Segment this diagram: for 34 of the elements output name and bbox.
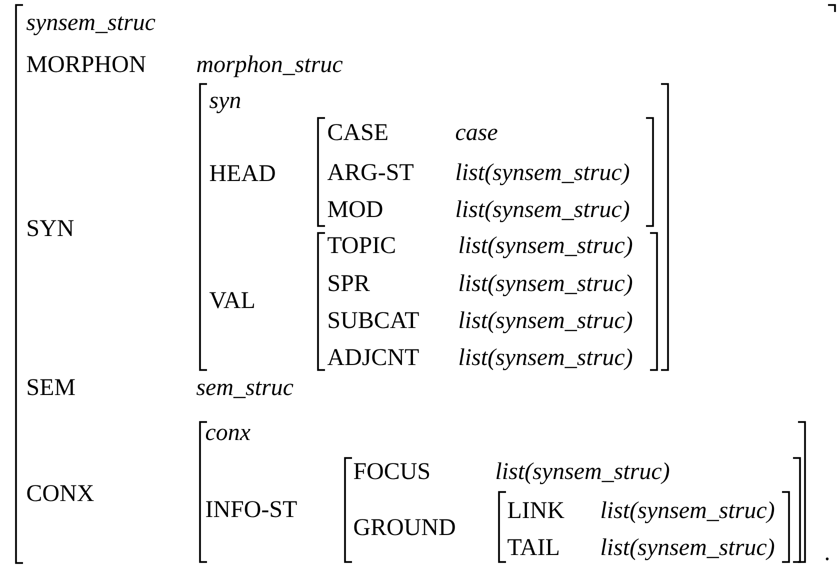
feature-name: SEM — [28, 379, 75, 396]
feature-value: list(synsem_struc) — [601, 501, 774, 524]
feature-value: list(synsem_struc) — [496, 462, 670, 484]
feature-value: list(synsem_struc) — [456, 163, 630, 186]
feature-name: SUBCAT — [328, 312, 419, 328]
feature-value: list(synsem_struc) — [459, 274, 632, 296]
feature-name: ARG-ST — [327, 164, 414, 180]
feature-name: SYN — [28, 220, 74, 236]
feature-value: list(synsem_struc) — [601, 538, 774, 560]
feature-value: sem_struc — [196, 382, 294, 398]
period: . — [826, 558, 829, 560]
feature-value: case — [456, 128, 498, 140]
feature-name: GROUND — [354, 519, 455, 536]
feature-value: list(synsem_struc) — [459, 236, 632, 258]
feature-name: TAIL — [508, 539, 558, 555]
feature-value: list(synsem_struc) — [459, 348, 632, 370]
feature-value: morphon_struc — [197, 55, 343, 78]
type-label: conx — [206, 428, 250, 440]
feature-name: ADJCNT — [327, 349, 419, 366]
feature-name: HEAD — [210, 165, 275, 182]
feature-name: CONX — [27, 485, 94, 502]
feature-value: list(synsem_struc) — [456, 200, 630, 222]
feature-name: VAL — [209, 292, 254, 308]
feature-name: SPR — [328, 275, 370, 292]
feature-name: LINK — [508, 502, 564, 518]
type-label: synsem_struc — [26, 16, 156, 36]
feature-name: TOPIC — [328, 237, 395, 254]
type-label: syn — [210, 96, 240, 114]
feature-name: CASE — [328, 124, 388, 140]
feature-name: INFO-ST — [206, 501, 297, 518]
feature-name: MOD — [328, 201, 382, 218]
feature-name: MORPHON — [26, 56, 146, 72]
feature-value: list(synsem_struc) — [459, 311, 632, 334]
feature-name: FOCUS — [354, 463, 430, 480]
